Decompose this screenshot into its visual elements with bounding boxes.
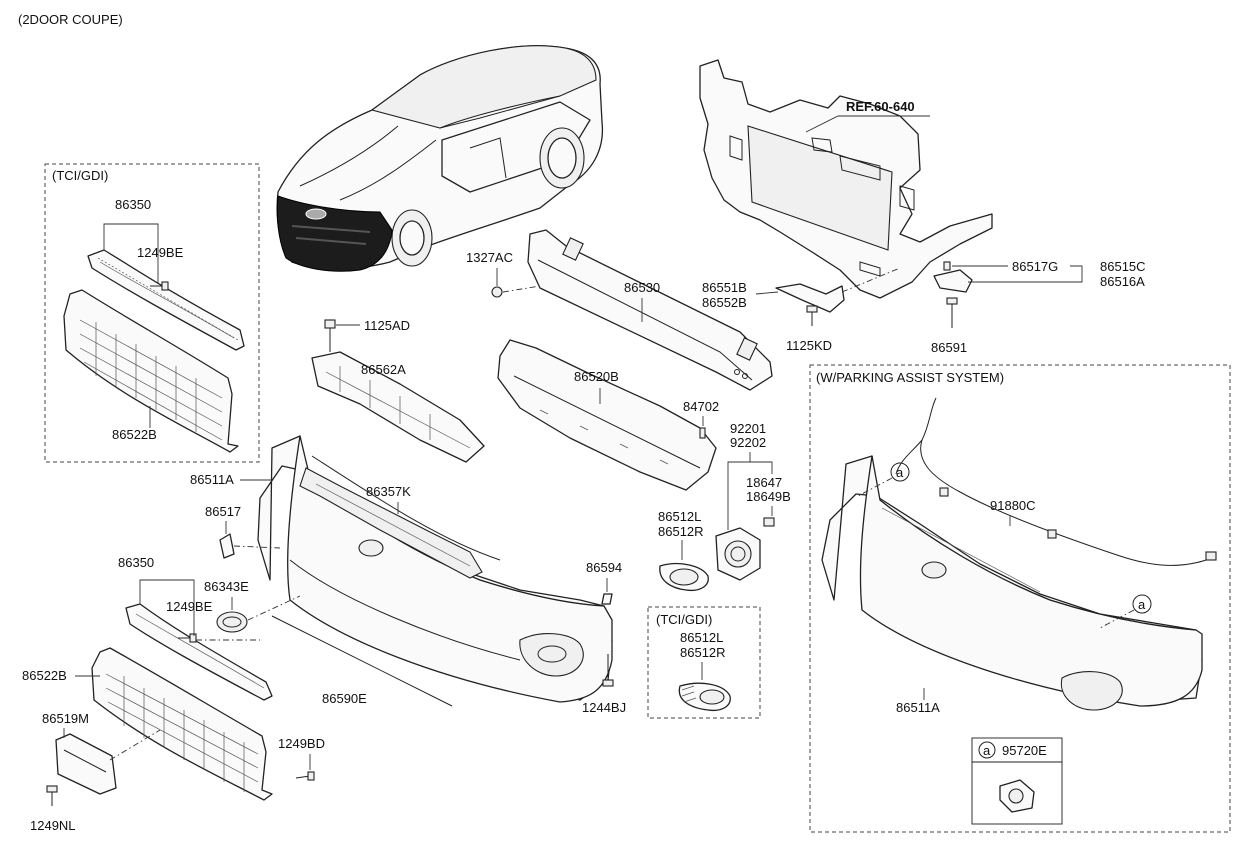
part-label-86511A-a: 86511A [190,472,234,487]
part-label-92201: 92201 [730,421,766,436]
bracket-86515C [933,269,973,293]
part-label-86519M: 86519M [42,711,89,726]
callout-a-1: a [896,465,904,480]
energy-absorber-86520B [497,339,717,491]
part-label-1125AD: 1125AD [364,318,410,333]
radiator-grille-tci [63,289,239,453]
part-label-1125KD: 1125KD [786,338,832,353]
part-label-86511A-b: 86511A [896,700,940,715]
part-label-86512R-a: 86512R [658,524,704,539]
diagram-title: (2DOOR COUPE) [18,12,123,27]
part-label-1249BE-b: 1249BE [166,599,213,614]
bracket-86551B [775,283,845,313]
bracket-86562A [311,351,485,463]
tci-gdi-box-left [44,163,260,463]
part-label-86530: 86530 [624,280,660,295]
part-label-86517G: 86517G [1012,259,1058,274]
part-label-92202: 92202 [730,435,766,450]
wiring-harness-91880C [920,397,1213,566]
grille-molding-lower [125,603,273,701]
nut-1327AC [491,286,503,298]
legend-part-95720E: 95720E [1002,743,1047,758]
part-label-86357K: 86357K [366,484,411,499]
tci-gdi-label-left: (TCI/GDI) [52,168,108,183]
part-label-86551B: 86551B [702,280,747,295]
part-label-86590E: 86590E [322,691,367,706]
fog-lamp [715,527,761,581]
radiator-grille-lower [91,647,273,801]
part-label-86591: 86591 [931,340,967,355]
part-label-1249BE-a: 1249BE [137,245,184,260]
part-label-18647: 18647 [746,475,782,490]
part-label-86350-b: 86350 [118,555,154,570]
parking-sensor [999,779,1035,813]
car-illustration [276,45,604,272]
part-label-86512R-b: 86512R [680,645,726,660]
part-label-86522B-b: 86522B [22,668,67,683]
radiator-support-ref: REF.60-640 [699,59,993,299]
part-label-86562A: 86562A [361,362,406,377]
part-label-1244BJ: 1244BJ [582,700,626,715]
part-label-1327AC: 1327AC [466,250,513,265]
legend-marker: a [983,743,991,758]
parking-assist-label: (W/PARKING ASSIST SYSTEM) [816,370,1004,385]
part-label-91880C: 91880C [990,498,1036,513]
part-label-86350-a: 86350 [115,197,151,212]
bumper-cover-86511A [257,435,613,703]
front-beam-86530 [527,229,773,391]
part-label-1249NL: 1249NL [30,818,76,833]
license-bracket-86519M [55,733,117,795]
callout-a-2: a [1138,597,1146,612]
part-label-86522B-a: 86522B [112,427,157,442]
part-label-86552B: 86552B [702,295,747,310]
part-label-86594: 86594 [586,560,622,575]
part-label-86512L-a: 86512L [658,509,701,524]
part-label-84702: 84702 [683,399,719,414]
part-label-86517: 86517 [205,504,241,519]
part-label-86516A: 86516A [1100,274,1145,289]
legend-box [971,737,1063,825]
part-label-18649B: 18649B [746,489,791,504]
part-label-86512L-b: 86512L [680,630,723,645]
part-label-86515C: 86515C [1100,259,1146,274]
ref-label: REF.60-640 [846,99,915,114]
part-label-1249BD: 1249BD [278,736,325,751]
parking-assist-box [809,364,1231,833]
part-label-86343E: 86343E [204,579,249,594]
bumper-cover-pas [821,455,1203,711]
part-label-86520B: 86520B [574,369,619,384]
tci-gdi-box-fog [647,606,761,719]
tci-gdi-label-fog: (TCI/GDI) [656,612,712,627]
